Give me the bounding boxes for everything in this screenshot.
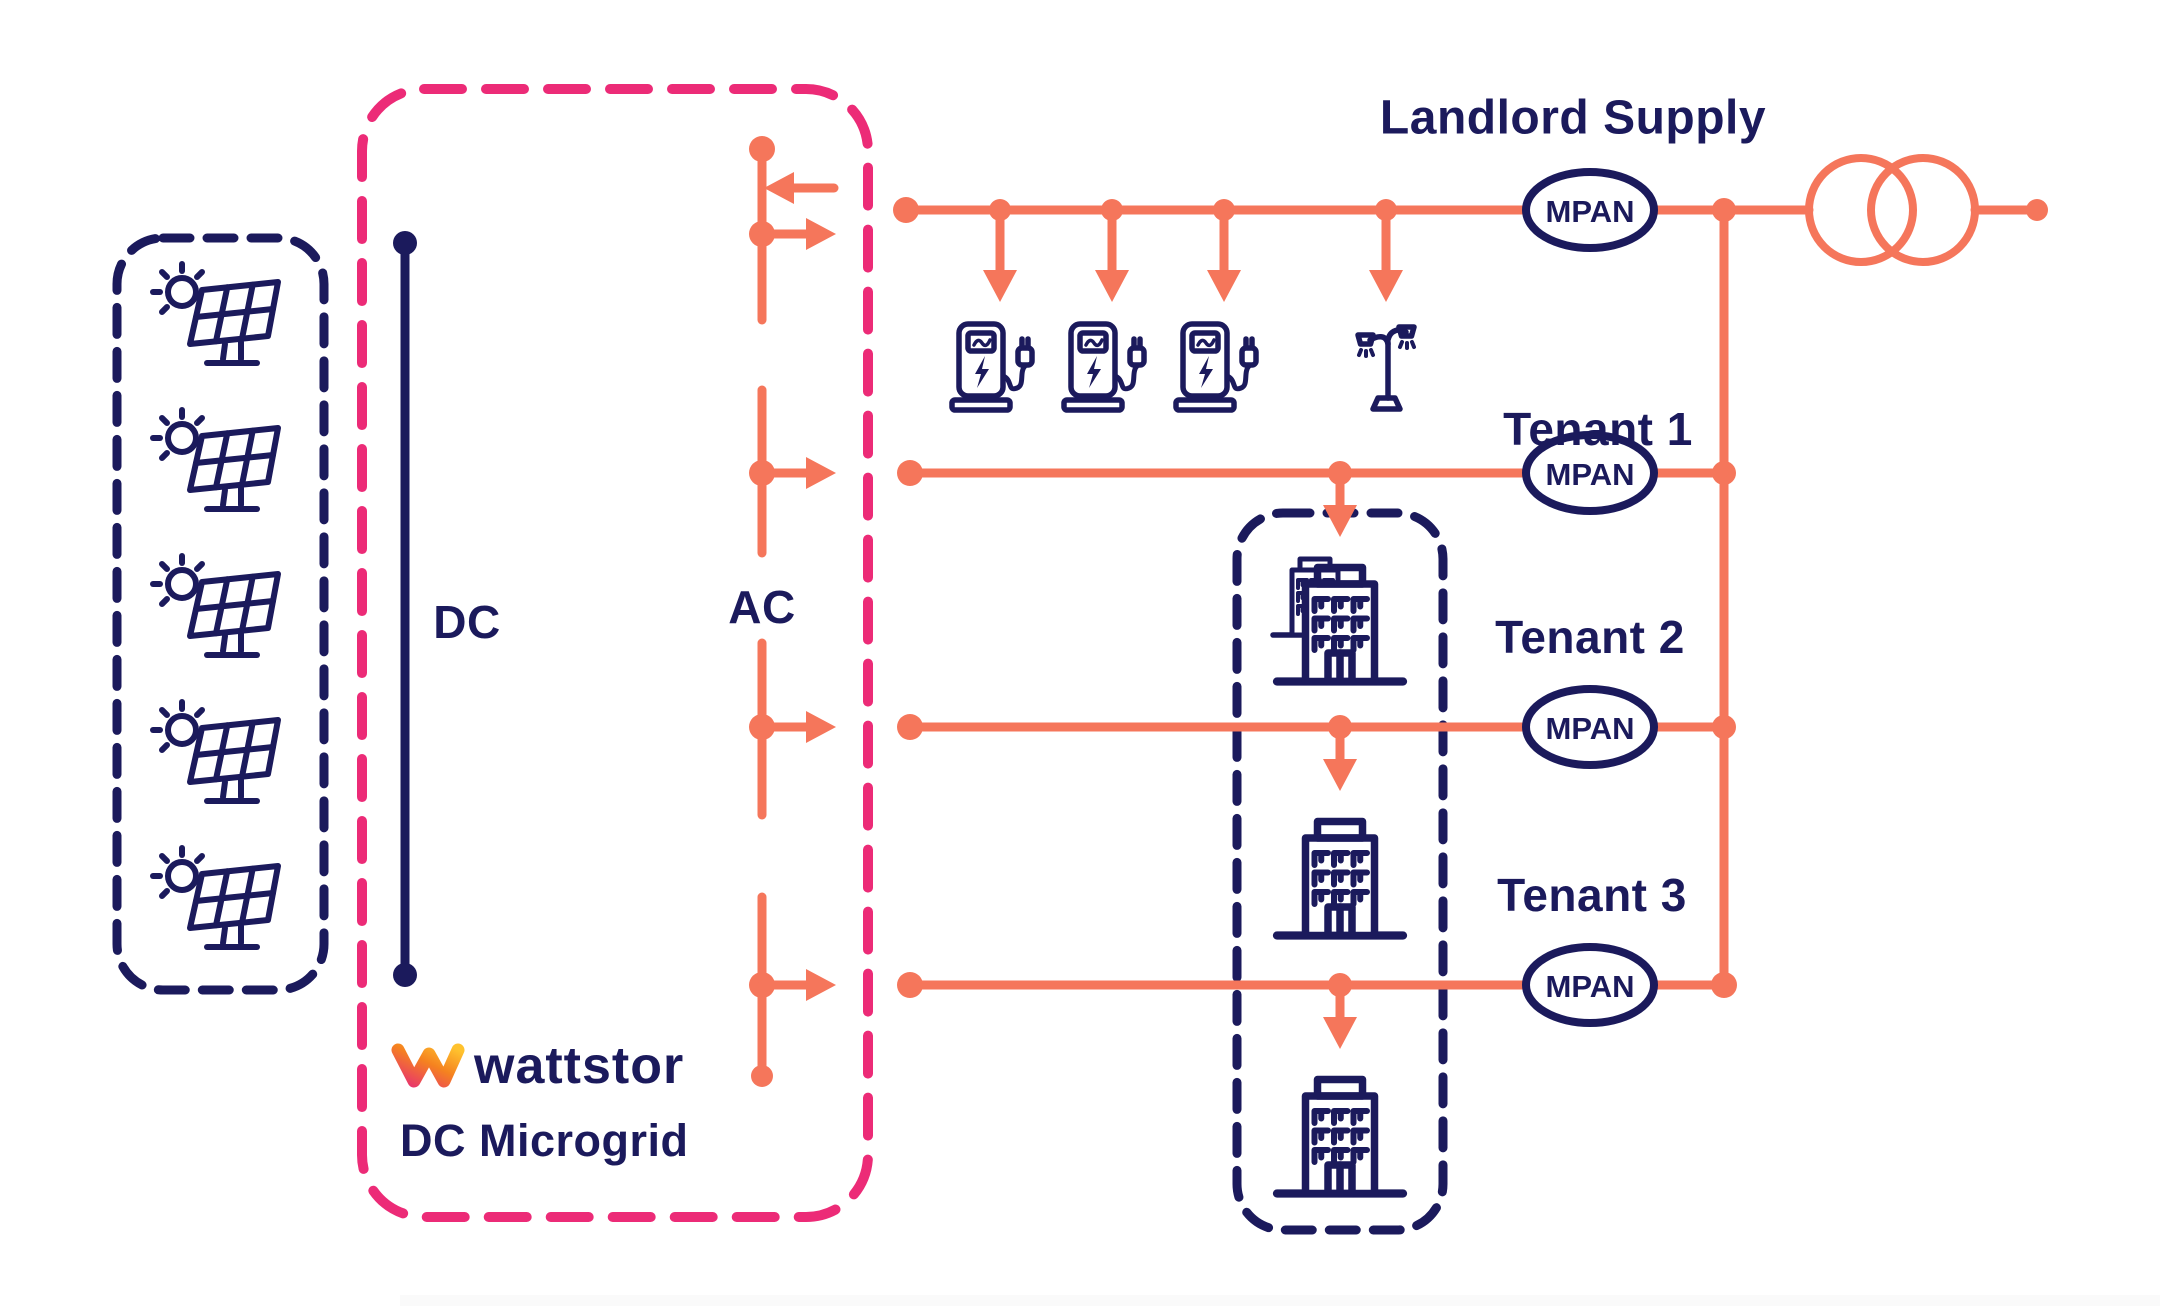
wattstor-logo-icon [391,1043,465,1088]
mpan-label-tenant1: MPAN [1545,457,1635,492]
solar-panel-icons [153,264,278,947]
tenant2-label: Tenant 2 [1495,611,1685,663]
solar-panel-icon [153,264,278,363]
mpan-meters [1522,168,1658,1027]
export-arrow-icon [757,218,836,1001]
dc-bus [393,231,417,987]
mpan-oval-tenant2 [1522,685,1658,769]
wattstor-logo-text: wattstor [474,1037,685,1095]
mpan-oval-tenant1 [1522,431,1658,515]
tenant3-label: Tenant 3 [1497,869,1687,921]
mpan-oval-landlord [1522,168,1658,252]
transformer-icon [1805,154,1979,266]
grid-riser [1711,210,1737,998]
feeder-arrows [983,199,1403,302]
solar-array-box [112,233,329,995]
mpan-label-tenant3: MPAN [1545,969,1635,1004]
street-light-icon [1358,327,1414,409]
mpan-oval-tenant3 [1522,943,1658,1027]
building-icon [1277,822,1403,936]
ac-label: AC [728,581,796,633]
solar-panel-icon [153,410,278,509]
landlord-supply-label: Landlord Supply [1379,91,1767,145]
bottom-strip [400,1295,2160,1306]
ev-charger-icon [1176,324,1256,410]
building-icon [1277,1080,1403,1194]
ac-bus [749,136,839,1087]
landlord-line [893,197,2048,302]
mpan-label-tenant2: MPAN [1545,711,1635,746]
solar-panel-icon [153,848,278,947]
tenant1-label: Tenant 1 [1503,403,1693,455]
ev-charger-icons [952,324,1256,410]
dc-label: DC [433,596,501,648]
ev-charger-icon [952,324,1032,410]
solar-panel-icon [153,556,278,655]
mpan-label-landlord: MPAN [1545,194,1635,229]
dc-microgrid-label: DC Microgrid [400,1115,689,1166]
solar-panel-icon [153,702,278,801]
dc-microgrid-box [357,84,873,1222]
import-arrow-icon [764,172,839,204]
ev-charger-icon [1064,324,1144,410]
